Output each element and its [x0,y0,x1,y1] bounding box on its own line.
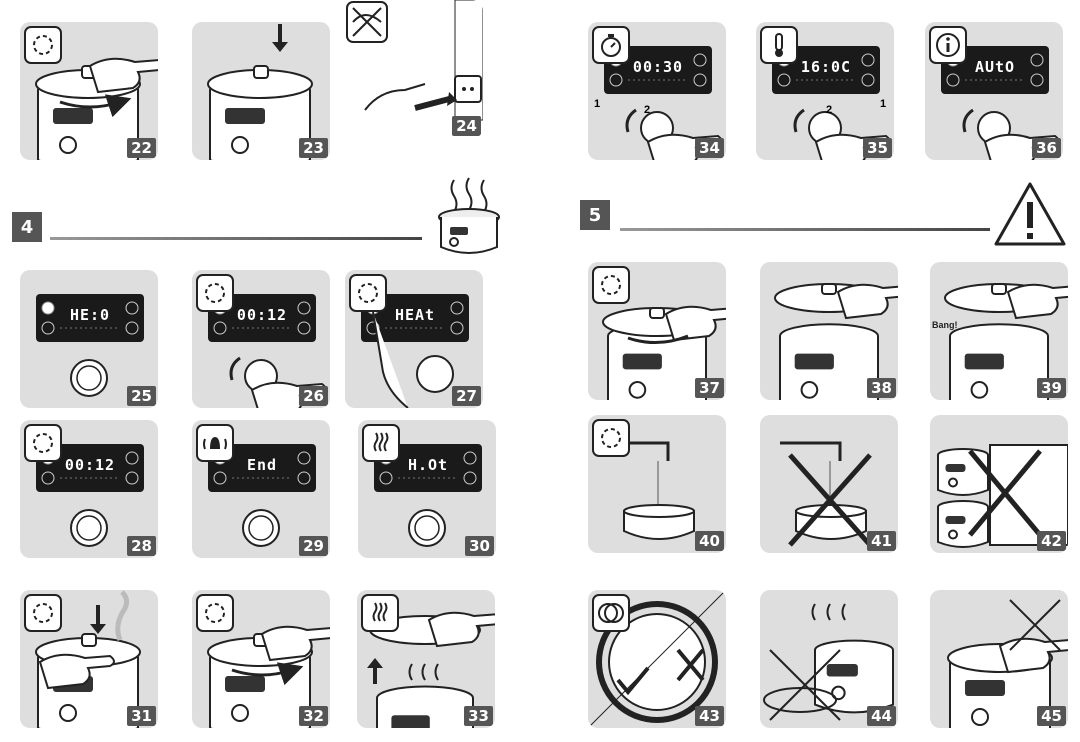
step-callout-one: 1 [594,98,601,110]
instruction-panel-43: 43 [588,590,726,728]
panel-number: 31 [127,706,156,726]
lid-lock-icon [196,594,234,632]
section-5-badge: 5 [580,200,610,230]
instruction-panel-27: HEAt 27 [345,270,483,408]
display-readout: H.Ot [407,456,449,474]
instruction-panel-45: 45 [930,590,1068,728]
panel-number: 30 [465,536,494,556]
preheat-icon [349,274,387,312]
sponge-icon [592,419,630,457]
svg-text:Bang!: Bang! [932,320,958,330]
instruction-panel-39: Bang! 39 [930,262,1068,400]
display-readout: HE:0 [69,306,111,324]
panel-number: 45 [1037,706,1066,726]
seal-ring-icon [592,594,630,632]
instruction-panel-41: 41 [760,415,898,553]
panel-number: 40 [695,531,724,551]
panel-number: 43 [695,706,724,726]
alarm-bell-icon [196,424,234,462]
instruction-panel-25: HE:0 25 [20,270,158,408]
instruction-panel-33: 33 [357,590,495,728]
thermometer-icon [760,26,798,64]
instruction-panel-42: 42 [930,415,1068,553]
section-4-badge: 4 [12,212,42,242]
lid-lock-icon [592,266,630,304]
display-readout: 00:12 [64,456,116,474]
section-4-rule [50,237,422,240]
panel-number: 42 [1037,531,1066,551]
instruction-panel-44: 44 [760,590,898,728]
instruction-panel-28: 00:12 28 [20,420,158,558]
panel-number: 26 [299,386,328,406]
panel-number: 38 [867,378,896,398]
instruction-panel-30: H.Ot 30 [358,420,496,558]
display-readout: 16:0C [800,58,852,76]
panel-number: 41 [867,531,896,551]
display-readout: 00:30 [632,58,684,76]
display-readout: 00:12 [236,306,288,324]
instruction-panel-40: 40 [588,415,726,553]
panel-number: 32 [299,706,328,726]
menu-sequence-icon [196,274,234,312]
step-callout-one: 1 [880,98,887,110]
panel-number: 28 [127,536,156,556]
panel-number: 29 [299,536,328,556]
display-readout: HEAt [394,306,436,324]
steam-release-icon [24,594,62,632]
panel-number: 39 [1037,378,1066,398]
step-callout-two: 2 [826,104,833,116]
info-icon [929,26,967,64]
panel-number: 34 [695,138,724,158]
instruction-panel-26: 00:12 26 [192,270,330,408]
panel-number: 23 [299,138,328,158]
instruction-panel-29: End 29 [192,420,330,558]
panel-number: 27 [452,386,481,406]
panel-number: 36 [1032,138,1061,158]
instruction-panel-22: 22 [20,22,158,160]
display-readout: AUtO [974,58,1016,76]
panel-number: 22 [127,138,156,158]
instruction-panel-31: 31 [20,590,158,728]
panel-number: 33 [464,706,493,726]
lid-lock-icon [24,26,62,64]
hot-warning-icon [361,594,399,632]
instruction-panel-37: 37 [588,262,726,400]
warning-triangle-icon [994,182,1066,246]
panel-number: 35 [863,138,892,158]
panel-number: 25 [127,386,156,406]
panel-number: 37 [695,378,724,398]
instruction-panel-35: 16:0C 1 2 35 [756,22,894,160]
hot-surface-icon [362,424,400,462]
instruction-panel-23: 23 [192,22,330,160]
instruction-panel-32: 32 [192,590,330,728]
instruction-panel-34: 00:30 1 2 34 [588,22,726,160]
stopwatch-icon [592,26,630,64]
instruction-panel-36: AUtO 36 [925,22,1063,160]
instruction-panel-24: 24 [345,0,483,138]
panel-number: 24 [452,116,481,136]
panel-number: 44 [867,706,896,726]
instruction-panel-38: 38 [760,262,898,400]
section-5-rule [620,228,990,231]
keep-warm-icon [24,424,62,462]
display-readout: End [246,456,278,474]
step-callout-two: 2 [644,104,651,116]
pressure-cooker-steam-icon [438,177,500,254]
